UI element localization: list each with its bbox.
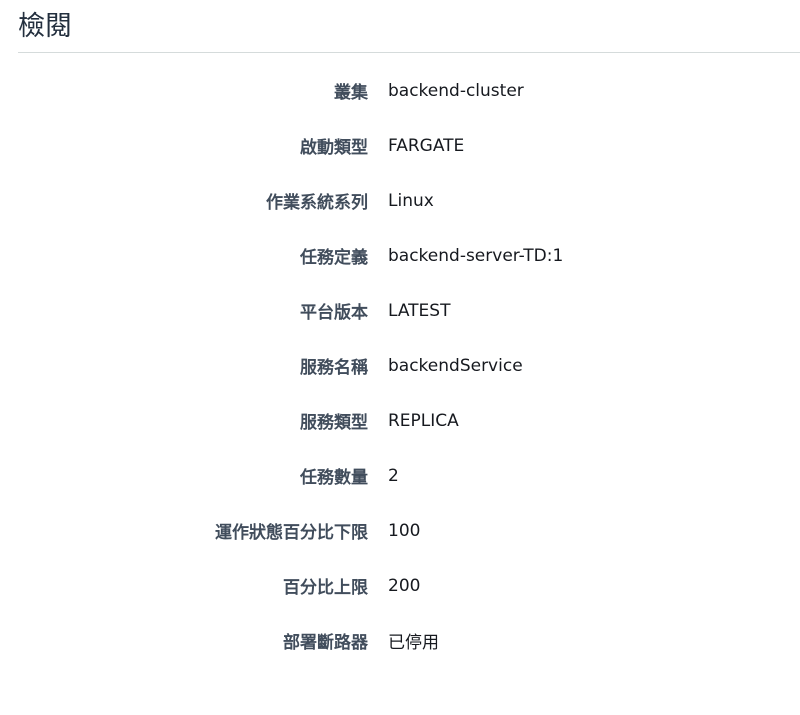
detail-label: 運作狀態百分比下限 [215,523,368,543]
detail-row-task-definition: 任務定義 backend-server-TD:1 [0,228,800,283]
detail-value: LATEST [388,300,451,321]
detail-row-maximum-percent: 百分比上限 200 [0,558,800,613]
detail-row-deployment-circuit-breaker: 部署斷路器 已停用 [0,613,800,668]
detail-value: 100 [388,520,421,541]
page-title: 檢閱 [18,11,72,42]
detail-label: 任務數量 [300,468,368,488]
detail-row-cluster: 叢集 backend-cluster [0,63,800,118]
detail-value: 已停用 [388,633,439,653]
detail-value: 2 [388,465,399,486]
title-divider [18,52,800,53]
detail-label: 平台版本 [300,303,368,323]
detail-label: 作業系統系列 [266,193,368,213]
detail-row-os-family: 作業系統系列 Linux [0,173,800,228]
detail-label: 百分比上限 [283,578,368,598]
detail-value: REPLICA [388,410,459,431]
detail-row-minimum-healthy-percent: 運作狀態百分比下限 100 [0,503,800,558]
detail-value: 200 [388,575,421,596]
detail-row-service-type: 服務類型 REPLICA [0,393,800,448]
detail-value: Linux [388,190,434,211]
detail-value: backend-server-TD:1 [388,245,564,266]
detail-label: 任務定義 [300,248,368,268]
detail-row-launch-type: 啟動類型 FARGATE [0,118,800,173]
detail-label: 啟動類型 [300,138,368,158]
detail-value: backend-cluster [388,80,524,101]
detail-label: 叢集 [334,83,368,103]
detail-value: backendService [388,355,523,376]
detail-value: FARGATE [388,135,465,156]
detail-row-platform-version: 平台版本 LATEST [0,283,800,338]
review-details: 叢集 backend-cluster 啟動類型 FARGATE 作業系統系列 L… [0,63,800,668]
detail-label: 部署斷路器 [283,633,368,653]
detail-label: 服務名稱 [300,358,368,378]
detail-label: 服務類型 [300,413,368,433]
detail-row-service-name: 服務名稱 backendService [0,338,800,393]
detail-row-task-count: 任務數量 2 [0,448,800,503]
